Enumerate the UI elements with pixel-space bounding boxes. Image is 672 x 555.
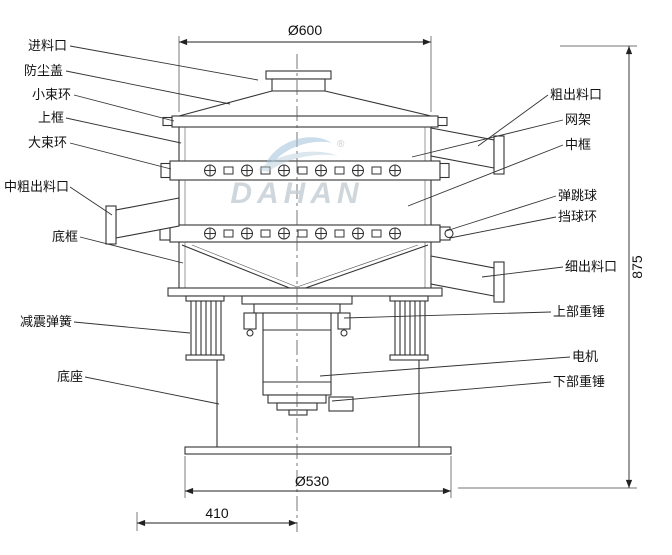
dim-base-offset-text: 410 bbox=[205, 505, 229, 521]
label-dust-cover: 防尘盖 bbox=[24, 63, 63, 78]
watermark-logo-icon-2 bbox=[258, 151, 338, 172]
label-ball-stop-ring: 挡球环 bbox=[558, 209, 597, 224]
dim-overall-height-text: 875 bbox=[629, 255, 645, 279]
label-bouncing-ball: 弹跳球 bbox=[558, 188, 597, 203]
leader-lines bbox=[65, 45, 571, 405]
bouncing-ball-part bbox=[444, 228, 454, 239]
watermark-registered: ® bbox=[337, 139, 345, 150]
leader-upper-weight bbox=[343, 311, 552, 319]
label-small-clamp-ring: 小束环 bbox=[32, 87, 71, 102]
small-clamp-ring-part bbox=[162, 115, 448, 128]
bottom-flange-part bbox=[167, 287, 443, 297]
leader-bouncing-ball bbox=[445, 195, 557, 232]
watermark-logo-icon bbox=[266, 137, 332, 163]
leader-lower-weight bbox=[331, 381, 552, 402]
label-mid-coarse-outlet: 中粗出料口 bbox=[4, 179, 69, 194]
label-damping-spring: 减震弹簧 bbox=[20, 314, 72, 329]
leader-middle-frame bbox=[407, 144, 564, 207]
leader-dust-cover bbox=[65, 70, 231, 105]
label-coarse-outlet: 粗出料口 bbox=[550, 87, 602, 102]
leader-small-clamp-ring bbox=[73, 94, 175, 122]
label-feed-inlet: 进料口 bbox=[28, 38, 67, 53]
dimension-overall-height: 875 bbox=[458, 45, 645, 489]
label-upper-frame: 上框 bbox=[38, 110, 64, 125]
leader-mid-coarse-outlet bbox=[69, 186, 113, 216]
motor-assembly-part bbox=[241, 295, 354, 416]
fine-outlet-part bbox=[430, 255, 505, 303]
leader-feed-inlet bbox=[69, 45, 259, 81]
label-middle-frame: 中框 bbox=[565, 137, 591, 152]
dimension-base-offset: 410 bbox=[136, 505, 297, 531]
leader-base bbox=[84, 376, 220, 405]
label-large-clamp-ring: 大束环 bbox=[28, 135, 67, 150]
ball-stop-ring-part bbox=[159, 224, 454, 243]
feed-inlet-part bbox=[265, 70, 332, 92]
label-motor: 电机 bbox=[572, 349, 598, 364]
part-labels-left: 进料口 防尘盖 小束环 上框 大束环 中粗出料口 底框 减震弹簧 底座 bbox=[4, 38, 83, 384]
leader-screen-frame bbox=[411, 119, 564, 158]
dimension-bottom-diameter: Ø530 bbox=[184, 456, 452, 498]
dimension-top-diameter: Ø600 bbox=[178, 22, 432, 112]
label-base: 底座 bbox=[57, 369, 83, 384]
label-fine-outlet: 细出料口 bbox=[565, 259, 617, 274]
label-upper-weight: 上部重锤 bbox=[553, 304, 605, 319]
watermark: ® DAHAN bbox=[230, 137, 363, 210]
label-screen-frame: 网架 bbox=[565, 112, 591, 127]
bottom-frame-part bbox=[178, 242, 432, 292]
part-labels-right: 粗出料口 网架 中框 弹跳球 挡球环 细出料口 上部重锤 电机 下部重锤 bbox=[550, 87, 617, 389]
leader-damping-spring bbox=[73, 321, 191, 334]
watermark-brand: DAHAN bbox=[230, 177, 363, 210]
machine-body bbox=[105, 70, 505, 455]
leader-motor bbox=[319, 356, 571, 377]
label-lower-weight: 下部重锤 bbox=[553, 374, 605, 389]
dim-bottom-diameter-text: Ø530 bbox=[295, 473, 329, 489]
leader-fine-outlet bbox=[481, 266, 564, 278]
large-clamp-ring-part bbox=[160, 160, 450, 181]
coarse-outlet-part bbox=[430, 127, 505, 175]
dim-top-diameter-text: Ø600 bbox=[288, 22, 322, 38]
leader-large-clamp-ring bbox=[69, 142, 172, 170]
leader-ball-stop-ring bbox=[449, 216, 557, 239]
leader-bottom-frame bbox=[79, 236, 184, 264]
label-bottom-frame: 底框 bbox=[52, 229, 78, 244]
left-spring-part bbox=[185, 295, 225, 361]
leader-coarse-outlet bbox=[477, 94, 549, 147]
dust-cover-part bbox=[178, 90, 432, 117]
leader-upper-frame bbox=[65, 117, 182, 144]
mid-coarse-outlet-part bbox=[105, 197, 180, 245]
right-spring-part bbox=[389, 295, 429, 361]
